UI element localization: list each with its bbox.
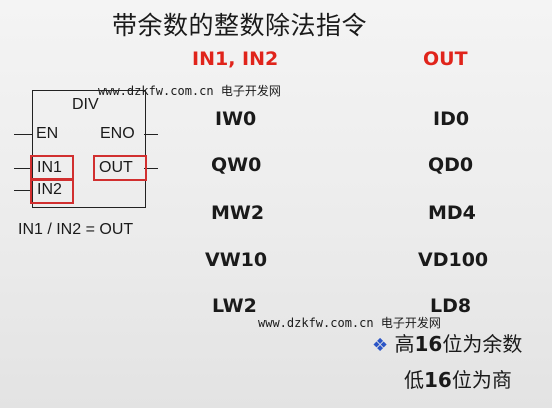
watermark-site: 电子开发网 (380, 316, 441, 330)
block-name: DIV (72, 96, 99, 113)
eno-label: ENO (100, 125, 135, 142)
en-label: EN (36, 125, 59, 142)
out-highlight (93, 155, 147, 181)
row-4-output: VD100 (418, 249, 489, 271)
page-title: 带余数的整数除法指令 (112, 11, 368, 40)
header-inputs: IN1, IN2 (192, 48, 279, 70)
watermark-top: www.dzkfw.com.cn 电子开发网 (98, 82, 281, 99)
in1-highlight (30, 155, 74, 181)
row-5-output: LD8 (430, 295, 472, 317)
row-2-input: QW0 (211, 154, 262, 176)
row-1-output: ID0 (433, 108, 470, 130)
row-2-output: QD0 (428, 154, 474, 176)
watermark-url: www.dzkfw.com.cn (98, 84, 214, 98)
row-1-input: IW0 (215, 108, 257, 130)
out-label: OUT (99, 159, 133, 176)
in1-pin-line (14, 168, 32, 169)
header-output: OUT (423, 48, 468, 70)
in1-label: IN1 (37, 159, 62, 176)
watermark-bottom: www.dzkfw.com.cn 电子开发网 (258, 314, 441, 331)
row-3-output: MD4 (428, 202, 476, 224)
note-remainder: ❖ 高16位为余数 (372, 332, 523, 356)
in2-label: IN2 (37, 181, 62, 198)
diamond-bullet-icon: ❖ (372, 335, 389, 356)
div-function-block (32, 90, 146, 208)
note-quotient: 低16位为商 (404, 368, 512, 392)
row-5-input: LW2 (212, 295, 257, 317)
in2-pin-line (14, 190, 32, 191)
out-pin-line (144, 168, 158, 169)
watermark-site: 电子开发网 (220, 84, 281, 98)
row-4-input: VW10 (205, 249, 268, 271)
division-formula: IN1 / IN2 = OUT (18, 221, 134, 238)
watermark-url: www.dzkfw.com.cn (258, 316, 374, 330)
row-3-input: MW2 (211, 202, 265, 224)
eno-pin-line (144, 134, 158, 135)
en-pin-line (14, 134, 32, 135)
in2-highlight (30, 178, 74, 204)
